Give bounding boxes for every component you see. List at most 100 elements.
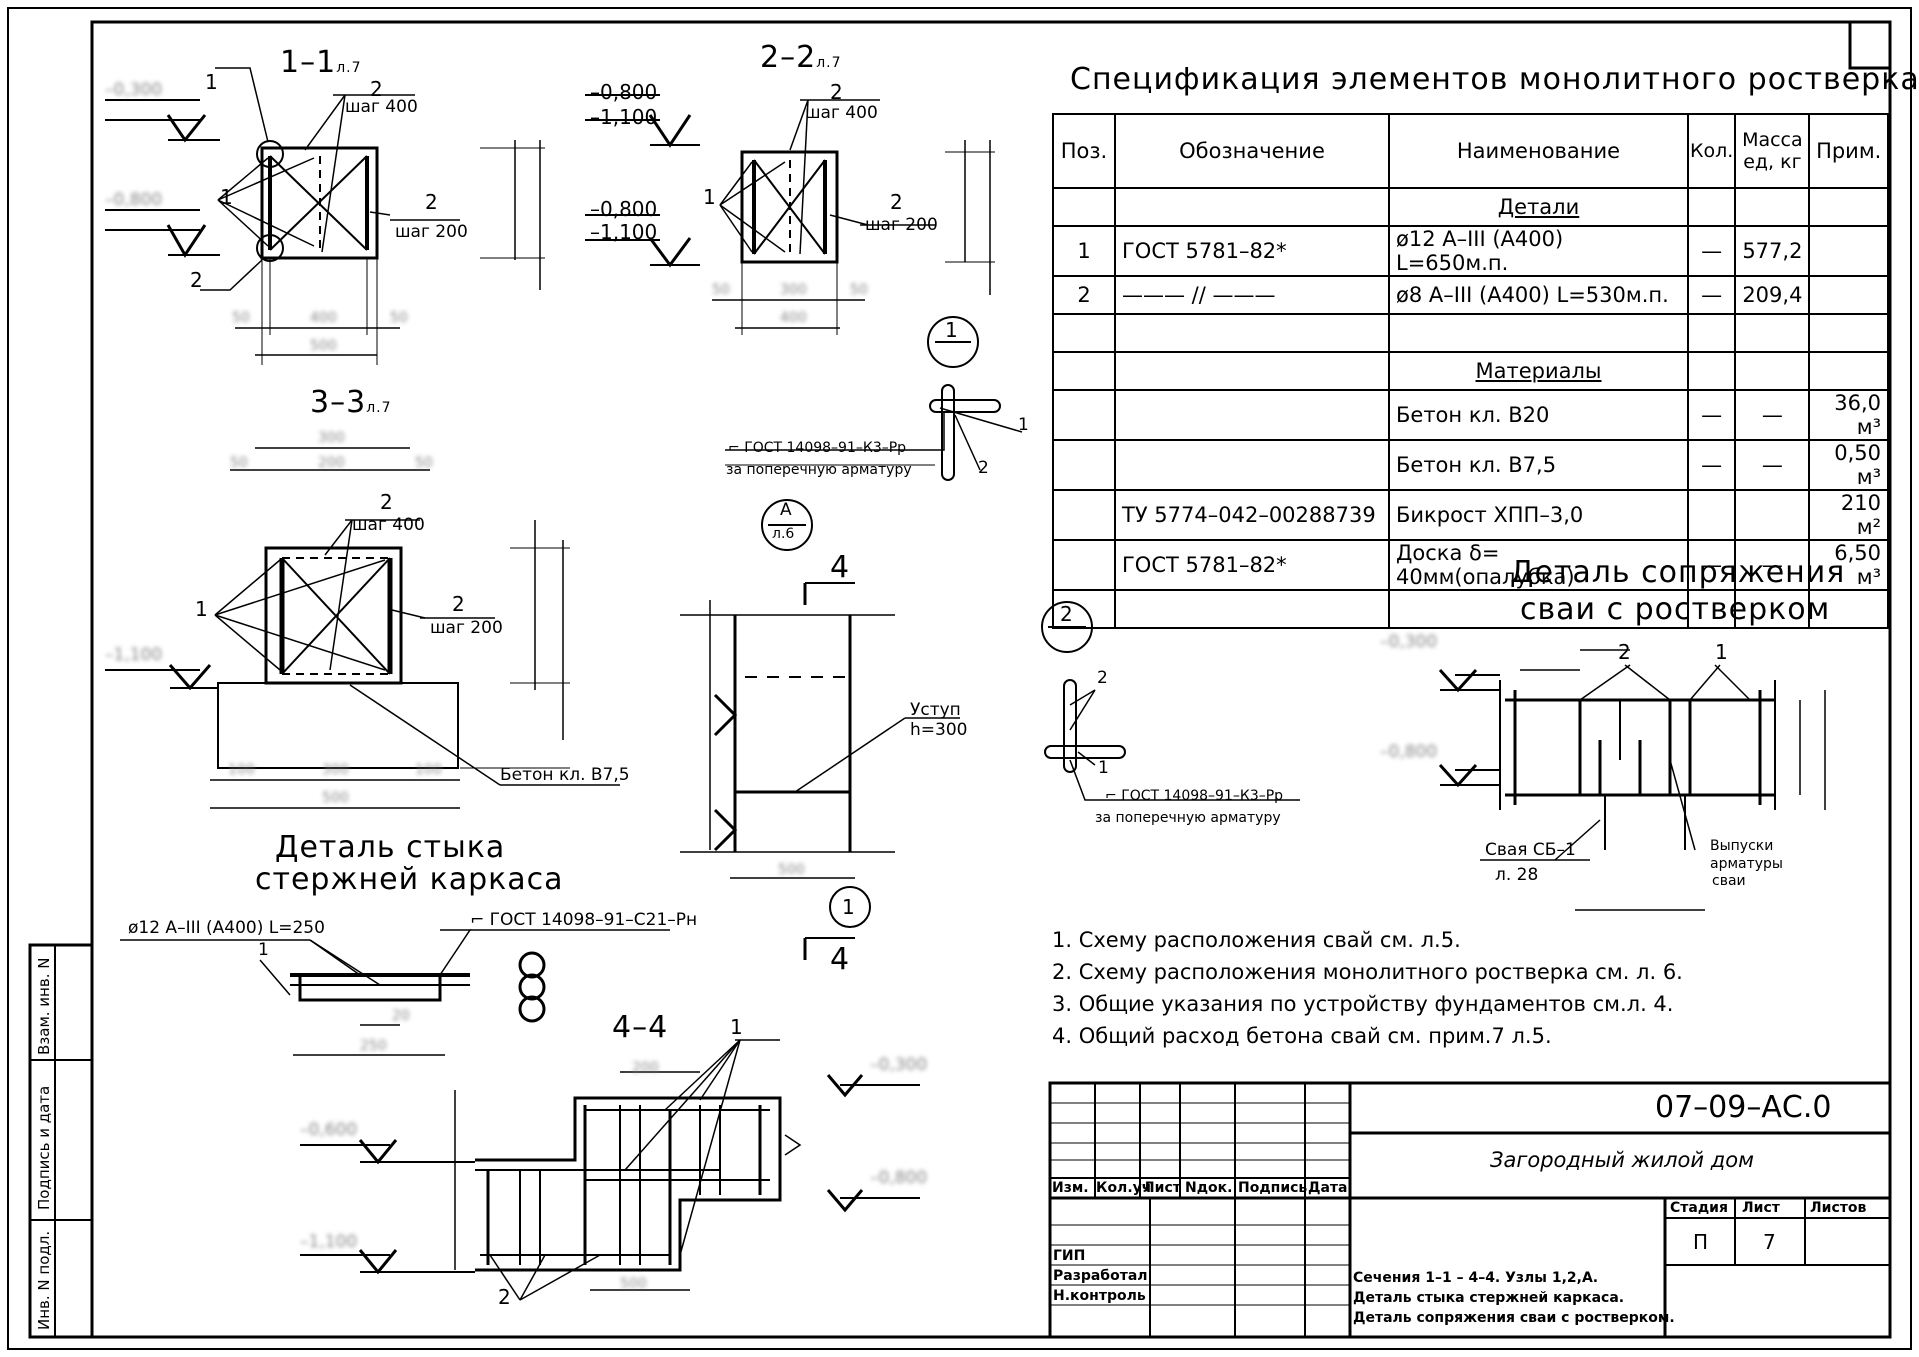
pos-label: 2	[830, 80, 843, 104]
pos-label: 1	[195, 597, 208, 621]
level-label: –0,300	[870, 1055, 928, 1075]
sheet-desc: Сечения 1–1 – 4–4. Узлы 1,2,А.	[1353, 1270, 1599, 1286]
spec-cell: 1	[1052, 225, 1116, 277]
cut-label: 4	[830, 942, 851, 977]
spec-cell: Доска δ= 40мм(опалубка)	[1388, 539, 1689, 591]
node-number: 1	[945, 318, 958, 342]
level-label: –1,100	[590, 220, 658, 244]
general-notes: 1. Схему расположения свай см. л.5. 2. С…	[1052, 928, 1683, 1056]
spec-cell: Бетон кл. В7,5	[1388, 439, 1689, 491]
vypuski-label: сваи	[1712, 873, 1746, 889]
joint-detail-title: стержней каркаса	[255, 862, 564, 897]
drawing-code: 07–09–АС.0	[1655, 1090, 1832, 1125]
pos-label: 2	[978, 458, 989, 478]
stamp-role: Н.контроль	[1053, 1288, 1146, 1304]
node-number: 1	[842, 895, 855, 919]
dim-label: 400	[780, 310, 807, 326]
step-label: шаг 400	[352, 515, 425, 535]
stamp-col: Дата	[1308, 1180, 1348, 1196]
pile-detail-title: сваи с ростверком	[1520, 592, 1831, 627]
spec-cell: 6,50 м³	[1808, 539, 1889, 591]
step-label: h=300	[910, 720, 968, 740]
spec-cell: —	[1734, 539, 1811, 591]
note-item: 4. Общий расход бетона свай см. прим.7 л…	[1052, 1024, 1552, 1048]
node-sheet: л.6	[772, 526, 795, 542]
dim-label: 50	[390, 310, 408, 326]
level-label: –0,600	[300, 1120, 358, 1140]
spec-cell: 209,4	[1734, 275, 1811, 315]
spec-cell: —	[1686, 539, 1737, 591]
dim-label: 20	[392, 1008, 410, 1024]
level-label: –0,800	[590, 80, 658, 104]
level-label: –1,100	[590, 105, 658, 129]
spec-cell: ГОСТ 5781–82*	[1114, 225, 1390, 277]
spec-cell: 577,2	[1734, 225, 1811, 277]
dim-label: 500	[620, 1276, 647, 1292]
dim-label: 50	[850, 282, 868, 298]
joint-detail-title: Деталь стыка	[275, 830, 506, 865]
spec-cell: 0,50 м³	[1808, 439, 1889, 491]
spec-cell	[1808, 275, 1889, 315]
step-label: шаг 400	[805, 103, 878, 123]
weld-note: за поперечную арматуру	[726, 462, 912, 478]
rebar-spec: ø12 А–III (А400) L=250	[128, 918, 325, 938]
sheet-label: Лист	[1742, 1200, 1780, 1216]
side-stamp-inv: Инв. N подл.	[35, 1230, 53, 1330]
spec-cell	[1686, 489, 1737, 541]
concrete-label: Бетон кл. В7,5	[500, 765, 630, 785]
dim-label: 50	[230, 455, 248, 471]
spec-header: Прим.	[1808, 113, 1889, 189]
level-label: –0,800	[870, 1168, 928, 1188]
pos-label: 2	[425, 190, 438, 214]
spec-cell: —	[1686, 389, 1737, 441]
spec-cell: ГОСТ 5781–82*	[1114, 539, 1390, 591]
stamp-role: ГИП	[1053, 1248, 1086, 1264]
table-row: 1 ГОСТ 5781–82* ø12 А–III (А400) L=650м.…	[1052, 225, 1889, 277]
level-label: –0,300	[1380, 632, 1438, 652]
pos-label: 1	[1715, 640, 1728, 664]
dim-label: 100	[228, 762, 255, 778]
sheet-value: 7	[1763, 1230, 1776, 1254]
pile-label: Свая СБ–1	[1485, 840, 1576, 860]
spec-header: Обозначение	[1114, 113, 1390, 189]
dim-label: 300	[780, 282, 807, 298]
spec-cell	[1808, 225, 1889, 277]
stamp-role: Разработал	[1053, 1268, 1148, 1284]
pos-label: 2	[1097, 668, 1108, 688]
dim-label: 400	[310, 310, 337, 326]
pos-label: 1	[1018, 415, 1029, 435]
weld-note: за поперечную арматуру	[1095, 810, 1281, 826]
spec-cell	[1734, 489, 1811, 541]
side-stamp-vzam: Взам. инв. N	[35, 957, 53, 1055]
stamp-col: Изм.	[1052, 1180, 1089, 1196]
section-3-3-title: 3–3л.7	[310, 385, 392, 420]
spec-cell: —	[1686, 275, 1737, 315]
step-label: шаг 400	[345, 97, 418, 117]
spec-header: Наименование	[1388, 113, 1689, 189]
side-stamp-podpis: Подпись и дата	[35, 1085, 53, 1210]
pos-label: 2	[890, 190, 903, 214]
cut-label: 4	[830, 550, 851, 585]
table-row: Бетон кл. В20 — — 36,0 м³	[1052, 389, 1889, 441]
pos-label: 2	[498, 1285, 511, 1309]
step-label: шаг 200	[430, 618, 503, 638]
section-2-2-title: 2–2л.7	[760, 40, 842, 75]
section-1-1-title: 1–1л.7	[280, 45, 362, 80]
pile-sheet: л. 28	[1495, 865, 1539, 885]
step-label: Уступ	[910, 700, 961, 720]
sheet-desc: Деталь стыка стержней каркаса.	[1353, 1290, 1625, 1306]
level-label: –0,300	[105, 80, 163, 100]
pos-label: 1	[730, 1015, 743, 1039]
spec-section-details: Детали	[1388, 187, 1689, 227]
table-row: ГОСТ 5781–82* Доска δ= 40мм(опалубка) — …	[1052, 539, 1889, 591]
spec-cell: Бикрост ХПП–3,0	[1388, 489, 1689, 541]
stage-value: П	[1693, 1230, 1709, 1254]
dim-label: 200	[318, 455, 345, 471]
stamp-col: Кол.уч	[1096, 1180, 1152, 1196]
pos-label: 2	[370, 77, 383, 101]
pos-label: 1	[220, 185, 233, 209]
vypuski-label: арматуры	[1710, 856, 1783, 872]
spec-cell: —	[1686, 439, 1737, 491]
pos-label: 1	[1098, 758, 1109, 778]
